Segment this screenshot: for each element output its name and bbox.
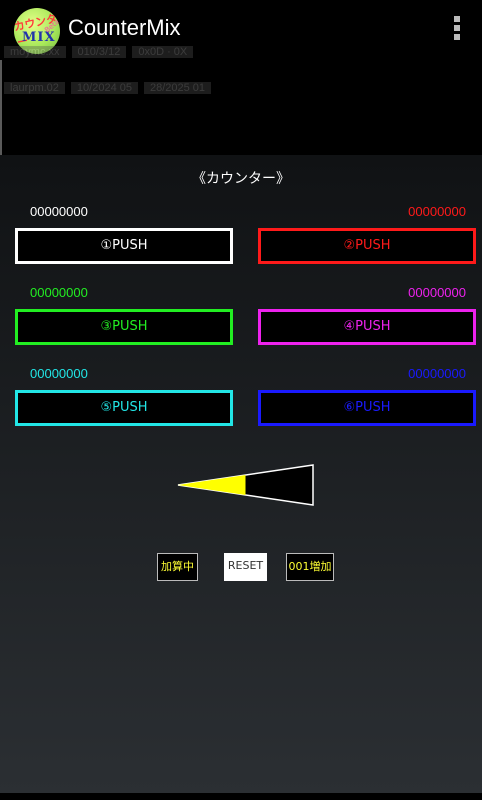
reset-button[interactable]: RESET [224, 553, 267, 581]
counter-3-value: 00000000 [30, 285, 88, 300]
app-logo-icon: カウンター MIX Beta [14, 8, 60, 54]
gauge-fill [178, 475, 246, 495]
section-title: 《カウンター》 [192, 171, 290, 187]
push-button-2[interactable]: ②PUSH [258, 228, 476, 264]
counter-4-value: 00000000 [408, 285, 466, 300]
counter-5-value: 00000000 [30, 366, 88, 381]
action-bar: カウンター MIX Beta CounterMix [0, 0, 482, 60]
counter-2-value: 00000000 [408, 204, 466, 219]
counter-6-value: 00000000 [408, 366, 466, 381]
app-title: CounterMix [68, 15, 181, 40]
step-increment-button[interactable]: 001増加 [286, 553, 334, 581]
push-button-4[interactable]: ④PUSH [258, 309, 476, 345]
push-button-3[interactable]: ③PUSH [15, 309, 233, 345]
logo-text-main: MIX [22, 30, 56, 45]
counter-1-value: 00000000 [30, 204, 88, 219]
counter-panel: 《カウンター》 00000000 00000000 ①PUSH ②PUSH 00… [0, 155, 482, 793]
push-button-6[interactable]: ⑥PUSH [258, 390, 476, 426]
overflow-menu-icon[interactable] [454, 16, 462, 44]
mode-toggle-button[interactable]: 加算中 [157, 553, 198, 581]
push-button-1[interactable]: ①PUSH [15, 228, 233, 264]
push-button-5[interactable]: ⑤PUSH [15, 390, 233, 426]
bottom-bar [0, 793, 482, 800]
progress-wedge-gauge [177, 464, 314, 506]
